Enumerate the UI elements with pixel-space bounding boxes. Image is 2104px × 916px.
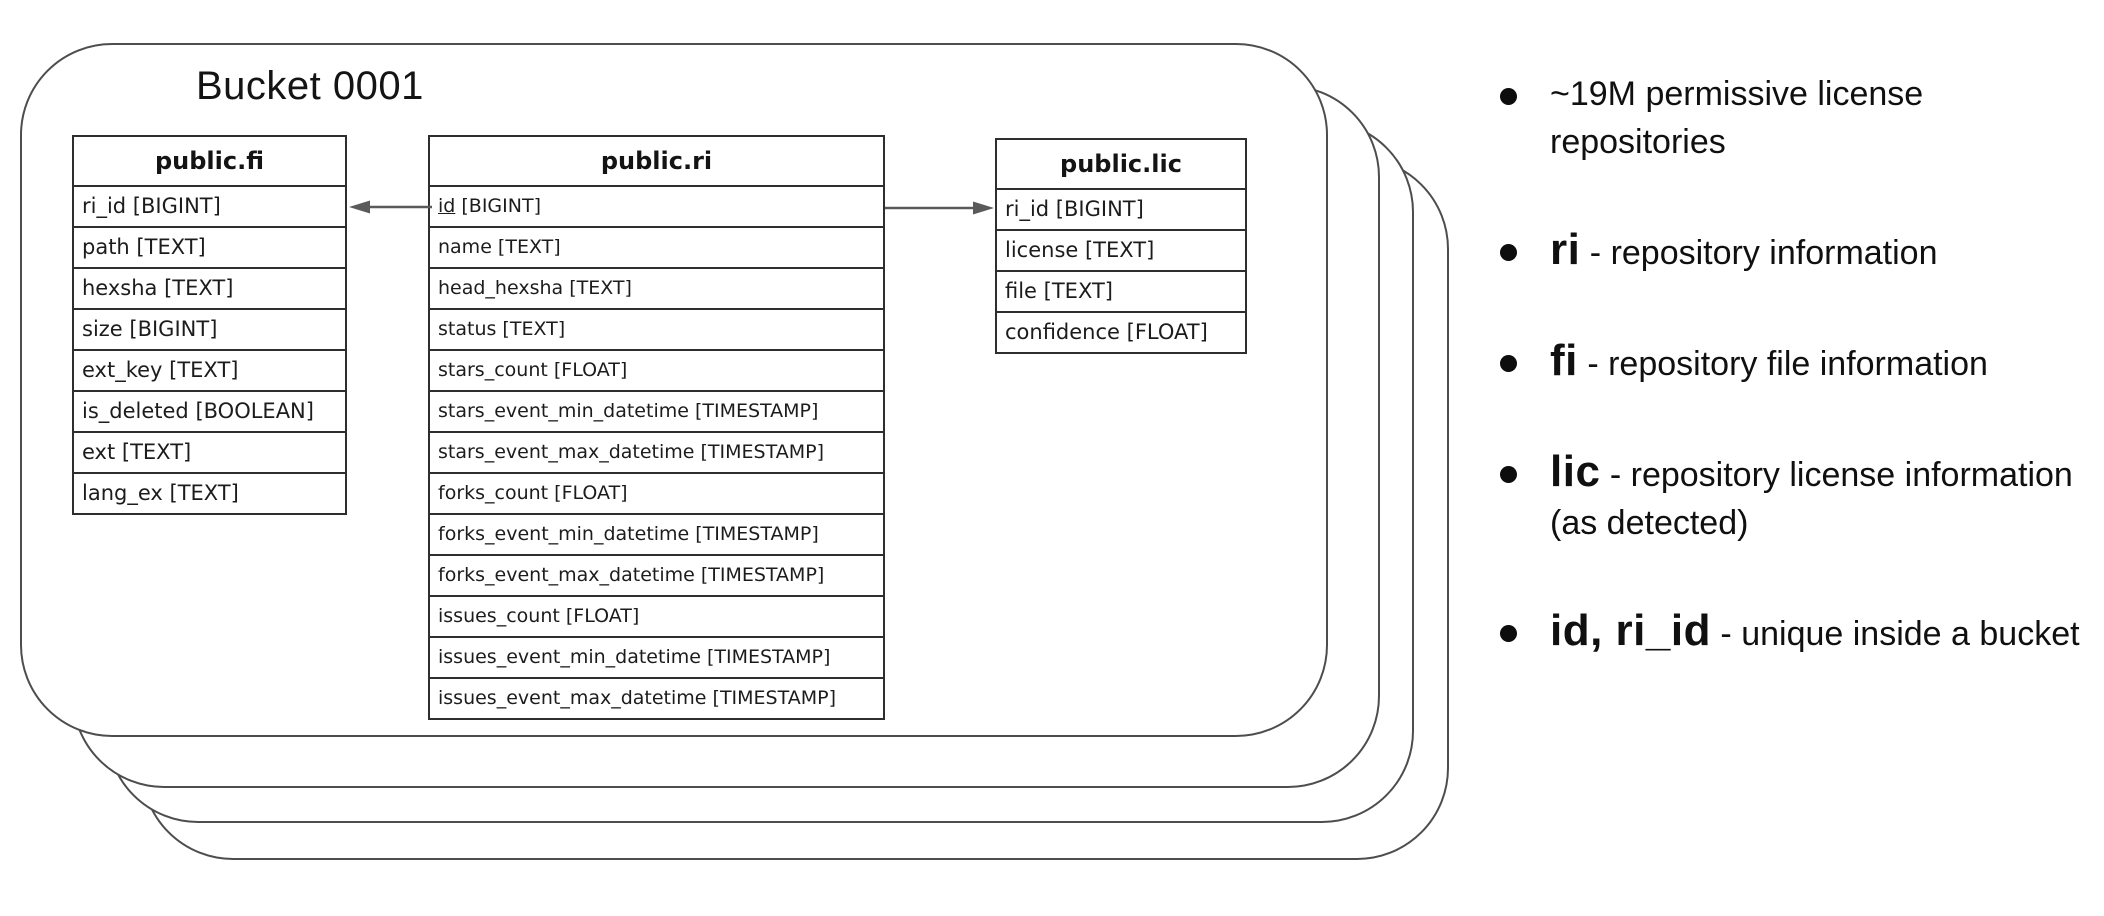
column-row: name [TEXT]	[430, 226, 883, 267]
column-row: forks_count [FLOAT]	[430, 472, 883, 513]
column-row: confidence [FLOAT]	[997, 311, 1245, 352]
column-row: id [BIGINT]	[430, 185, 883, 226]
column-row: status [TEXT]	[430, 308, 883, 349]
column-row: path [TEXT]	[74, 226, 345, 267]
legend-item: lic - repository license information (as…	[1500, 448, 2104, 547]
column-row: head_hexsha [TEXT]	[430, 267, 883, 308]
legend-term: fi	[1550, 336, 1578, 385]
legend-term: ri	[1550, 225, 1581, 274]
column-row: ext [TEXT]	[74, 431, 345, 472]
legend-item: ri - repository information	[1500, 226, 2104, 277]
column-row: ri_id [BIGINT]	[997, 188, 1245, 229]
column-row: stars_count [FLOAT]	[430, 349, 883, 390]
bullet-dot-icon	[1500, 355, 1517, 372]
column-row: issues_count [FLOAT]	[430, 595, 883, 636]
column-row: hexsha [TEXT]	[74, 267, 345, 308]
column-row: ri_id [BIGINT]	[74, 185, 345, 226]
table-public-ri: public.ri id [BIGINT]name [TEXT]head_hexs…	[428, 135, 885, 720]
column-row: issues_event_min_datetime [TIMESTAMP]	[430, 636, 883, 677]
fk-arrow-ri-id-to-fi-ri-id-icon	[349, 200, 432, 214]
legend-list: ~19M permissive license repositories ri -…	[1500, 70, 2104, 658]
legend-item-text: ~19M permissive license repositories	[1550, 75, 1924, 161]
legend-term: id, ri_id	[1550, 606, 1711, 655]
primary-key-column: id	[438, 195, 456, 217]
legend-item-text: lic - repository license information (as…	[1550, 447, 2073, 543]
table-header: public.lic	[1060, 150, 1182, 178]
column-row: lang_ex [TEXT]	[74, 472, 345, 513]
bullet-dot-icon	[1500, 625, 1517, 642]
legend-item: fi - repository file information	[1500, 337, 2104, 388]
column-row: file [TEXT]	[997, 270, 1245, 311]
legend-item-text: id, ri_id - unique inside a bucket	[1550, 606, 2080, 655]
column-row: license [TEXT]	[997, 229, 1245, 270]
legend-item: ~19M permissive license repositories	[1500, 70, 2104, 166]
fk-arrow-ri-id-to-lic-ri-id-icon	[885, 201, 994, 215]
bullet-dot-icon	[1500, 244, 1517, 261]
column-row: stars_event_min_datetime [TIMESTAMP]	[430, 390, 883, 431]
bullet-dot-icon	[1500, 466, 1517, 483]
column-row: ext_key [TEXT]	[74, 349, 345, 390]
column-row: stars_event_max_datetime [TIMESTAMP]	[430, 431, 883, 472]
table-public-fi: public.fi ri_id [BIGINT]path [TEXT]hexsha…	[72, 135, 347, 515]
column-row: forks_event_max_datetime [TIMESTAMP]	[430, 554, 883, 595]
table-header: public.fi	[154, 147, 265, 175]
table-public-lic: public.lic ri_id [BIGINT]license [TEXT]fi…	[995, 138, 1247, 354]
column-row: is_deleted [BOOLEAN]	[74, 390, 345, 431]
bullet-dot-icon	[1500, 88, 1517, 105]
column-row: size [BIGINT]	[74, 308, 345, 349]
legend-item-text: ri - repository information	[1550, 225, 1938, 274]
table-header: public.ri	[600, 147, 713, 175]
legend-item-text: fi - repository file information	[1550, 336, 1988, 385]
legend-term: lic	[1550, 447, 1601, 496]
column-row: issues_event_max_datetime [TIMESTAMP]	[430, 677, 883, 718]
legend-item: id, ri_id - unique inside a bucket	[1500, 607, 2104, 658]
column-row: forks_event_min_datetime [TIMESTAMP]	[430, 513, 883, 554]
bucket-title: Bucket 0001	[196, 64, 424, 108]
